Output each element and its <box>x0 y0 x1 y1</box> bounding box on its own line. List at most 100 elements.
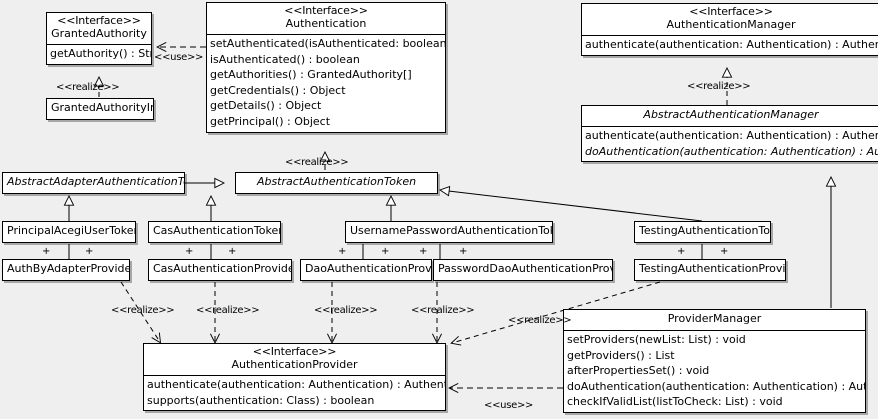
class-header: <<Interface>> AuthenticationProvider <box>144 344 445 375</box>
edge-label-realize-abstract-authentication-token: <<realize>> <box>285 157 349 168</box>
member-item: afterPropertiesSet() : void <box>567 364 710 378</box>
multiplicity-marker: + <box>381 246 390 257</box>
class-name-label: AuthenticationProvider <box>231 357 358 371</box>
class-name-label: PasswordDaoAuthenticationProvider <box>438 262 612 275</box>
multiplicity-marker: + <box>185 246 194 257</box>
class-granted-authority[interactable]: <<Interface>> GrantedAuthority getAuthor… <box>46 12 152 65</box>
divider <box>207 33 445 35</box>
class-header: <<Interface>> AuthenticationManager <box>582 4 878 35</box>
class-header: CasAuthenticationProvider <box>149 260 291 280</box>
edge-label-use-provider-manager: <<use>> <box>484 400 534 411</box>
class-password-dao-authentication-provider[interactable]: PasswordDaoAuthenticationProvider <box>433 259 613 281</box>
divider <box>582 125 878 127</box>
class-testing-authentication-provider[interactable]: TestingAuthenticationProvider <box>634 259 786 281</box>
class-username-password-authentication-token[interactable]: UsernamePasswordAuthenticationToken <box>345 221 553 243</box>
member-list: authenticate(authentication: Authenticat… <box>144 376 445 410</box>
class-name-label: TestingAuthenticationToken <box>639 224 771 237</box>
multiplicity-marker: + <box>720 246 729 257</box>
class-authentication-provider[interactable]: <<Interface>> AuthenticationProvider aut… <box>143 343 446 412</box>
divider <box>47 43 151 45</box>
class-abstract-authentication-manager[interactable]: AbstractAuthenticationManager authentica… <box>581 105 878 163</box>
member-list: authenticate(authentication: Authenticat… <box>582 36 878 55</box>
edge-label-use-authentication-granted-authority: <<use>> <box>154 52 204 63</box>
stereotype-label: <<Interface>> <box>252 345 337 358</box>
class-abstract-authentication-token[interactable]: AbstractAuthenticationToken <box>235 172 438 194</box>
member-item: setAuthenticated(isAuthenticated: boolea… <box>210 36 446 50</box>
class-header: AbstractAdapterAuthenticationToken <box>3 173 184 193</box>
class-header: PrincipalAcegiUserToken <box>3 222 135 242</box>
class-name-label: PrincipalAcegiUserToken <box>7 224 136 237</box>
class-name-label: AbstractAuthenticationManager <box>643 108 819 121</box>
class-auth-by-adapter-provider[interactable]: AuthByAdapterProvider <box>2 259 130 281</box>
class-name-label: AbstractAuthenticationToken <box>256 175 417 188</box>
class-name-label: GrantedAuthorityImpl <box>51 101 153 114</box>
multiplicity-marker: + <box>459 246 468 257</box>
class-header: AbstractAuthenticationToken <box>236 173 437 193</box>
class-header: GrantedAuthorityImpl <box>47 99 153 119</box>
divider <box>144 374 445 376</box>
member-list: setAuthenticated(isAuthenticated: boolea… <box>207 35 445 132</box>
divider <box>564 329 865 331</box>
edge-label-realize-abstract-authentication-manager: <<realize>> <box>687 81 751 92</box>
class-header: DaoAuthenticationProvider <box>301 260 431 280</box>
edge-label-realize-cas-authentication-provider: <<realize>> <box>196 305 260 316</box>
class-header: CasAuthenticationToken <box>149 222 280 242</box>
member-list: authenticate(authentication: Authenticat… <box>582 127 878 161</box>
multiplicity-marker: + <box>419 246 428 257</box>
divider <box>582 34 878 36</box>
edge-label-realize-granted-authority-impl: <<realize>> <box>56 82 120 93</box>
class-name-label: Authentication <box>285 16 367 30</box>
class-dao-authentication-provider[interactable]: DaoAuthenticationProvider <box>300 259 432 281</box>
multiplicity-marker: + <box>42 246 51 257</box>
multiplicity-marker: + <box>85 246 94 257</box>
class-provider-manager[interactable]: ProviderManager setProviders(newList: Li… <box>563 309 866 414</box>
multiplicity-marker: + <box>338 246 347 257</box>
class-name-label: ProviderManager <box>667 312 762 325</box>
edge-label-realize-testing-authentication-provider: <<realize>> <box>508 315 572 326</box>
member-item: authenticate(authentication: Authenticat… <box>147 377 446 391</box>
class-name-label: TestingAuthenticationProvider <box>639 262 786 275</box>
class-header: <<Interface>> GrantedAuthority <box>47 13 151 44</box>
class-principal-acegi-user-token[interactable]: PrincipalAcegiUserToken <box>2 221 136 243</box>
member-item: authenticate(authentication: Authenticat… <box>585 37 878 51</box>
class-name-label: AuthByAdapterProvider <box>7 262 130 275</box>
class-header: PasswordDaoAuthenticationProvider <box>434 260 612 280</box>
class-header: TestingAuthenticationProvider <box>635 260 785 280</box>
class-cas-authentication-provider[interactable]: CasAuthenticationProvider <box>148 259 292 281</box>
member-item: doAuthentication(authentication: Authent… <box>567 379 866 393</box>
class-authentication[interactable]: <<Interface>> Authentication setAuthenti… <box>206 2 446 133</box>
class-testing-authentication-token[interactable]: TestingAuthenticationToken <box>634 221 771 243</box>
member-item: getPrincipal() : Object <box>210 114 331 128</box>
class-authentication-manager[interactable]: <<Interface>> AuthenticationManager auth… <box>581 3 878 56</box>
edge-label-realize-dao-authentication-provider: <<realize>> <box>314 305 378 316</box>
class-header: <<Interface>> Authentication <box>207 3 445 34</box>
class-name-label: CasAuthenticationToken <box>153 224 281 237</box>
class-granted-authority-impl[interactable]: GrantedAuthorityImpl <box>46 98 154 120</box>
class-cas-authentication-token[interactable]: CasAuthenticationToken <box>148 221 281 243</box>
member-item: getDetails() : Object <box>210 99 322 113</box>
stereotype-label: <<Interface>> <box>689 5 773 18</box>
member-list: getAuthority() : String <box>47 45 151 64</box>
class-header: AuthByAdapterProvider <box>3 260 129 280</box>
member-item: isAuthenticated() : boolean <box>210 52 360 66</box>
member-item: doAuthentication(authentication: Authent… <box>585 144 878 158</box>
member-item: getCredentials() : Object <box>210 83 346 97</box>
class-name-label: AuthenticationManager <box>666 17 796 31</box>
class-abstract-adapter-authentication-token[interactable]: AbstractAdapterAuthenticationToken <box>2 172 185 194</box>
member-item: getProviders() : List <box>567 348 675 362</box>
class-header: ProviderManager <box>564 310 865 330</box>
edge-label-realize-auth-by-adapter-provider: <<realize>> <box>111 305 175 316</box>
multiplicity-marker: + <box>228 246 237 257</box>
class-name-label: DaoAuthenticationProvider <box>305 262 432 275</box>
class-header: UsernamePasswordAuthenticationToken <box>346 222 552 242</box>
class-header: TestingAuthenticationToken <box>635 222 770 242</box>
edge-label-realize-password-dao-authentication-provider: <<realize>> <box>411 305 475 316</box>
member-item: getAuthorities() : GrantedAuthority[] <box>210 68 412 82</box>
stereotype-label: <<Interface>> <box>57 14 141 27</box>
stereotype-label: <<Interface>> <box>284 4 368 17</box>
member-item: checkIfValidList(listToCheck: List) : vo… <box>567 395 783 409</box>
member-list: setProviders(newList: List) : void getPr… <box>564 331 865 412</box>
class-name-label: UsernamePasswordAuthenticationToken <box>350 224 553 237</box>
class-name-label: CasAuthenticationProvider <box>153 262 292 275</box>
